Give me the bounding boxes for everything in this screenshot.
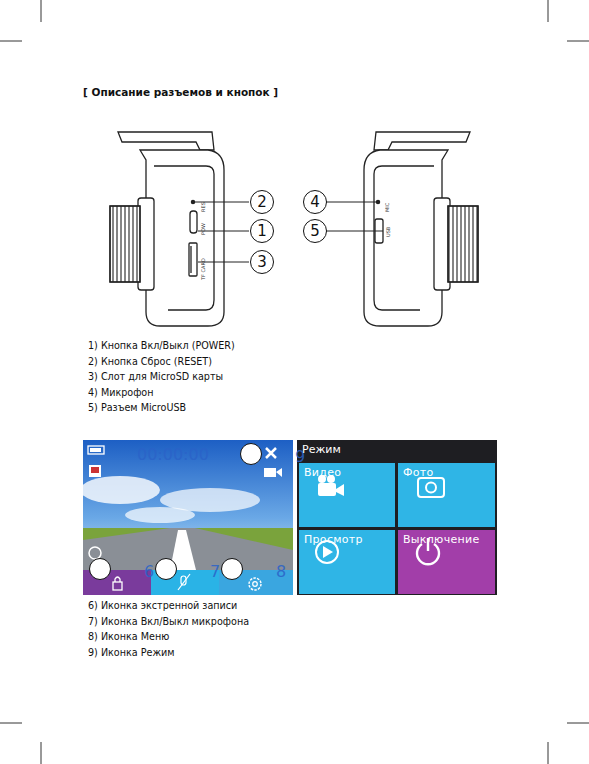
callout-number: 5: [303, 219, 327, 243]
callout-number: 6: [89, 558, 111, 580]
callout-number: 1: [250, 219, 274, 243]
mode-screen: [297, 440, 497, 595]
node-text: 00:00:00: [137, 445, 209, 464]
callout-text: 7: [210, 564, 220, 580]
live-view-screen: 00:00:009678: [83, 440, 293, 595]
callout-text: 8: [276, 564, 286, 580]
port-marking: MIC: [384, 203, 390, 212]
port-marking: USB: [385, 227, 391, 237]
callout-number: 8: [221, 558, 243, 580]
camera-left-side: [110, 132, 224, 326]
live-view-screen: [80, 440, 293, 595]
callout-text: 2: [257, 195, 267, 210]
node-text: Видео: [304, 466, 341, 523]
list-item: 4) Микрофон: [88, 387, 154, 398]
mode-tile: Просмотр: [299, 530, 395, 594]
callout-number: 3: [250, 250, 274, 274]
node-text: Фото: [403, 466, 434, 523]
node-text: Режим: [302, 443, 341, 456]
node-text: Просмотр: [304, 533, 363, 590]
mode-screen: РежимВидео ФотоПросмотр Выключение: [297, 440, 497, 595]
camera-right-side: [364, 132, 478, 326]
mode-tile: Выключение: [398, 530, 495, 594]
list-item: 2) Кнопка Сброс (RESET): [88, 356, 212, 367]
callout-number: 2: [250, 190, 274, 214]
list-item: 1) Кнопка Вкл/Выкл (POWER): [88, 340, 235, 351]
mode-tile: Фото: [398, 463, 495, 527]
mode-tile: Видео: [299, 463, 395, 527]
list-item: 9) Иконка Режим: [88, 647, 175, 658]
list-item: 6) Иконка экстренной записи: [88, 600, 237, 611]
callout-text: 6: [144, 564, 154, 580]
list-item: 7) Иконка Вкл/Выкл микрофона: [88, 616, 249, 627]
port-marking: RES: [200, 202, 206, 212]
callout-number: 4: [303, 190, 327, 214]
callout-text: 4: [310, 195, 320, 210]
callout-text: 3: [257, 255, 267, 270]
port-marking: POW: [200, 223, 206, 235]
list-item: 8) Иконка Меню: [88, 631, 169, 642]
callout-number: 7: [155, 558, 177, 580]
list-item: 5) Разъем MicroUSB: [88, 402, 186, 413]
list-item: 3) Слот для MicroSD карты: [88, 371, 223, 382]
callout-text: 1: [257, 224, 267, 239]
page-title: [ Описание разъемов и кнопок ]: [83, 86, 278, 98]
callout-text: 5: [310, 224, 320, 239]
node-text: Выключение: [403, 533, 480, 590]
port-marking: TF CARD: [200, 258, 206, 280]
callout-number: 9: [240, 443, 262, 465]
